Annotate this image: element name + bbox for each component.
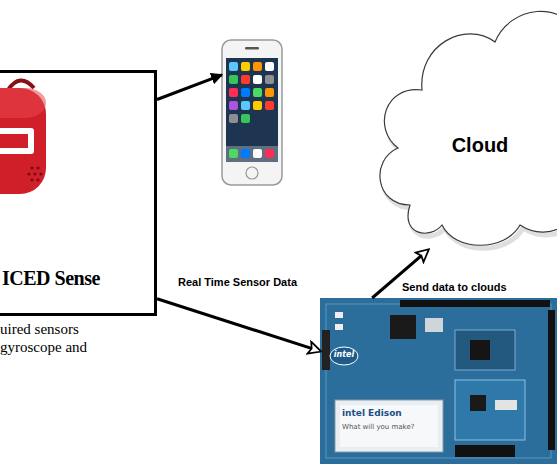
component	[425, 318, 443, 332]
device-label-mark	[0, 134, 28, 148]
device-label	[0, 128, 34, 154]
edison-module	[335, 400, 443, 452]
sensor-device	[0, 80, 46, 194]
button	[335, 312, 343, 318]
cloud-node: Cloud	[370, 0, 557, 250]
arrow-connector	[157, 299, 320, 351]
pcb-silkscreen	[326, 304, 551, 458]
module-shield	[340, 405, 438, 447]
sensor-box: ICED Sense	[0, 70, 157, 316]
chip	[470, 395, 486, 411]
cloud-shape	[380, 11, 557, 245]
device-body	[0, 88, 46, 194]
note-text: uired sensors gyroscope and	[0, 320, 112, 356]
phone-screen	[226, 58, 278, 162]
connector-left	[322, 330, 330, 370]
header-right	[548, 310, 555, 450]
cloud-outline	[370, 0, 557, 250]
logo-text: intel	[333, 350, 355, 359]
phone-node	[222, 40, 282, 185]
board-node: intel EdisonWhat will you make?	[320, 298, 557, 464]
node-text: Cloud	[430, 134, 530, 157]
header-top	[400, 300, 550, 307]
chip	[470, 340, 490, 360]
node-text: intel Edison	[342, 408, 402, 418]
edge-label: Real Time Sensor Data	[178, 276, 297, 288]
pcb-area	[455, 380, 525, 440]
component	[495, 400, 517, 410]
arrow-connector	[372, 250, 428, 298]
button	[335, 324, 343, 330]
device-grill	[27, 166, 42, 181]
home-button	[246, 167, 258, 179]
arrow-connector	[157, 75, 222, 100]
intel-logo	[330, 347, 358, 365]
phone-body	[222, 40, 282, 185]
app-icons	[226, 62, 278, 162]
chip	[390, 315, 416, 339]
edge-label: Send data to clouds	[402, 281, 507, 293]
node-text: What will you make?	[342, 423, 414, 431]
header-bottom	[455, 445, 515, 457]
pcb	[320, 298, 557, 464]
device-highlight	[0, 88, 46, 118]
phone-speaker	[245, 47, 259, 50]
smartphone	[222, 40, 282, 185]
edison-board	[320, 298, 557, 464]
pcb-area	[455, 330, 515, 370]
node-text: ICED Sense	[2, 267, 100, 290]
